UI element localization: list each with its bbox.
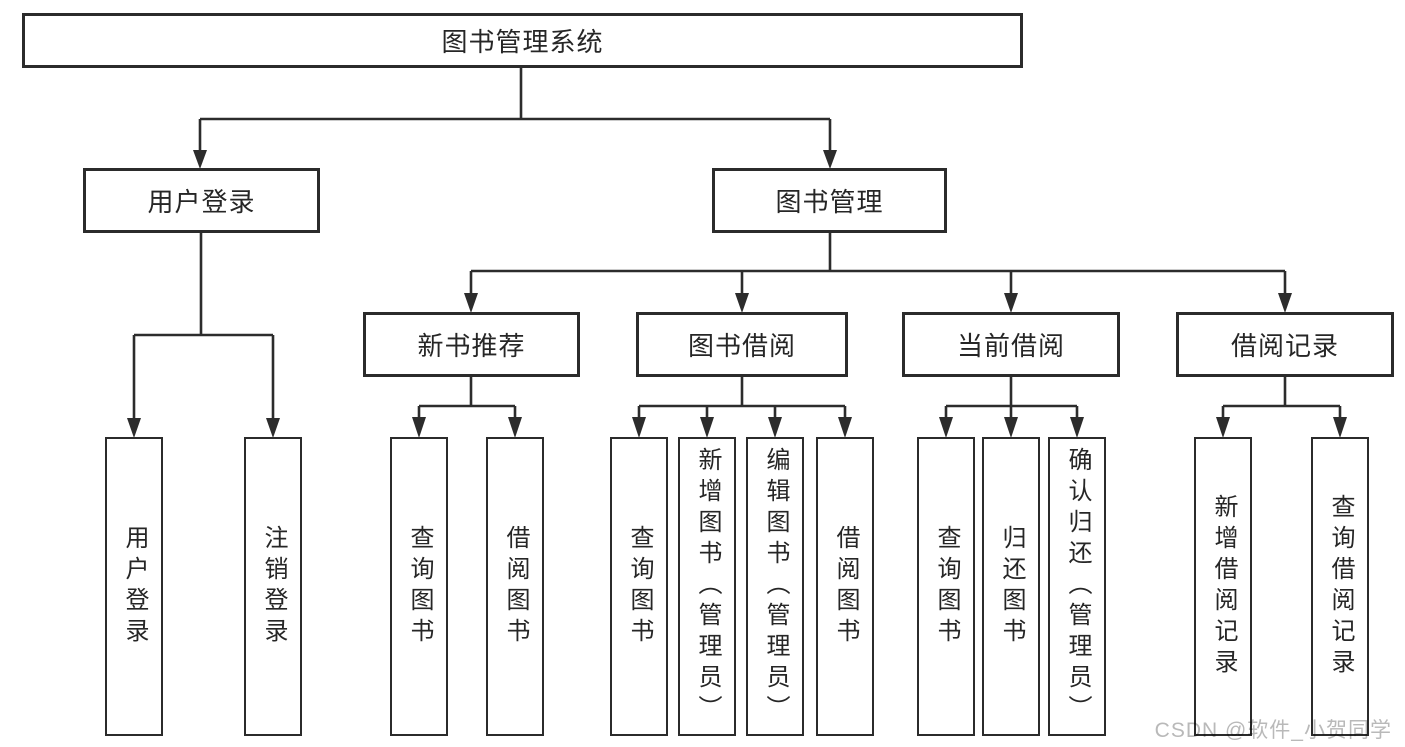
leaf-confirm-return-admin: 确认归还（管理员）: [1048, 437, 1106, 736]
node-borrowing-records-label: 借阅记录: [1230, 331, 1339, 361]
node-borrowing-records: 借阅记录: [1176, 312, 1394, 377]
leaf-confirm-return-admin-label: 确认归还（管理员）: [1064, 447, 1091, 726]
leaf-borrow-books: 借阅图书: [816, 437, 874, 736]
node-current-borrowing-label: 当前借阅: [956, 331, 1065, 361]
node-book-management: 图书管理: [712, 168, 947, 233]
leaf-return-books: 归还图书: [982, 437, 1040, 736]
leaf-query-borrow-record-label: 查询借阅记录: [1327, 493, 1354, 680]
node-user-login: 用户登录: [83, 168, 320, 233]
leaf-query-books-borrow-label: 查询图书: [626, 524, 653, 649]
leaf-logout-label: 注销登录: [260, 524, 287, 649]
leaf-borrow-books-label: 借阅图书: [832, 524, 859, 649]
leaf-query-books-recommend-label: 查询图书: [406, 524, 433, 649]
leaf-edit-books-admin: 编辑图书（管理员）: [746, 437, 804, 736]
leaf-borrow-books-recommend-label: 借阅图书: [502, 524, 529, 649]
leaf-add-borrow-record: 新增借阅记录: [1194, 437, 1252, 736]
leaf-return-books-label: 归还图书: [998, 524, 1025, 649]
leaf-add-books-admin: 新增图书（管理员）: [678, 437, 736, 736]
node-current-borrowing: 当前借阅: [902, 312, 1120, 377]
node-book-borrowing-label: 图书借阅: [687, 331, 796, 361]
node-book-management-label: 图书管理: [775, 187, 884, 217]
leaf-query-books-recommend: 查询图书: [390, 437, 448, 736]
csdn-watermark: CSDN @软件_小贺同学: [1154, 719, 1392, 742]
leaf-add-borrow-record-label: 新增借阅记录: [1210, 493, 1237, 680]
leaf-user-login: 用户登录: [105, 437, 163, 736]
leaf-logout: 注销登录: [244, 437, 302, 736]
leaf-add-books-admin-label: 新增图书（管理员）: [694, 447, 721, 726]
node-library-system: 图书管理系统: [22, 13, 1023, 68]
leaf-query-books-current: 查询图书: [917, 437, 975, 736]
node-new-book-recommend-label: 新书推荐: [417, 331, 526, 361]
leaf-query-books-borrow: 查询图书: [610, 437, 668, 736]
leaf-borrow-books-recommend: 借阅图书: [486, 437, 544, 736]
node-user-login-label: 用户登录: [147, 187, 256, 217]
leaf-edit-books-admin-label: 编辑图书（管理员）: [762, 447, 789, 726]
node-new-book-recommend: 新书推荐: [363, 312, 580, 377]
leaf-user-login-label: 用户登录: [121, 524, 148, 649]
leaf-query-borrow-record: 查询借阅记录: [1311, 437, 1369, 736]
node-book-borrowing: 图书借阅: [636, 312, 848, 377]
leaf-query-books-current-label: 查询图书: [933, 524, 960, 649]
node-library-system-label: 图书管理系统: [441, 27, 604, 57]
